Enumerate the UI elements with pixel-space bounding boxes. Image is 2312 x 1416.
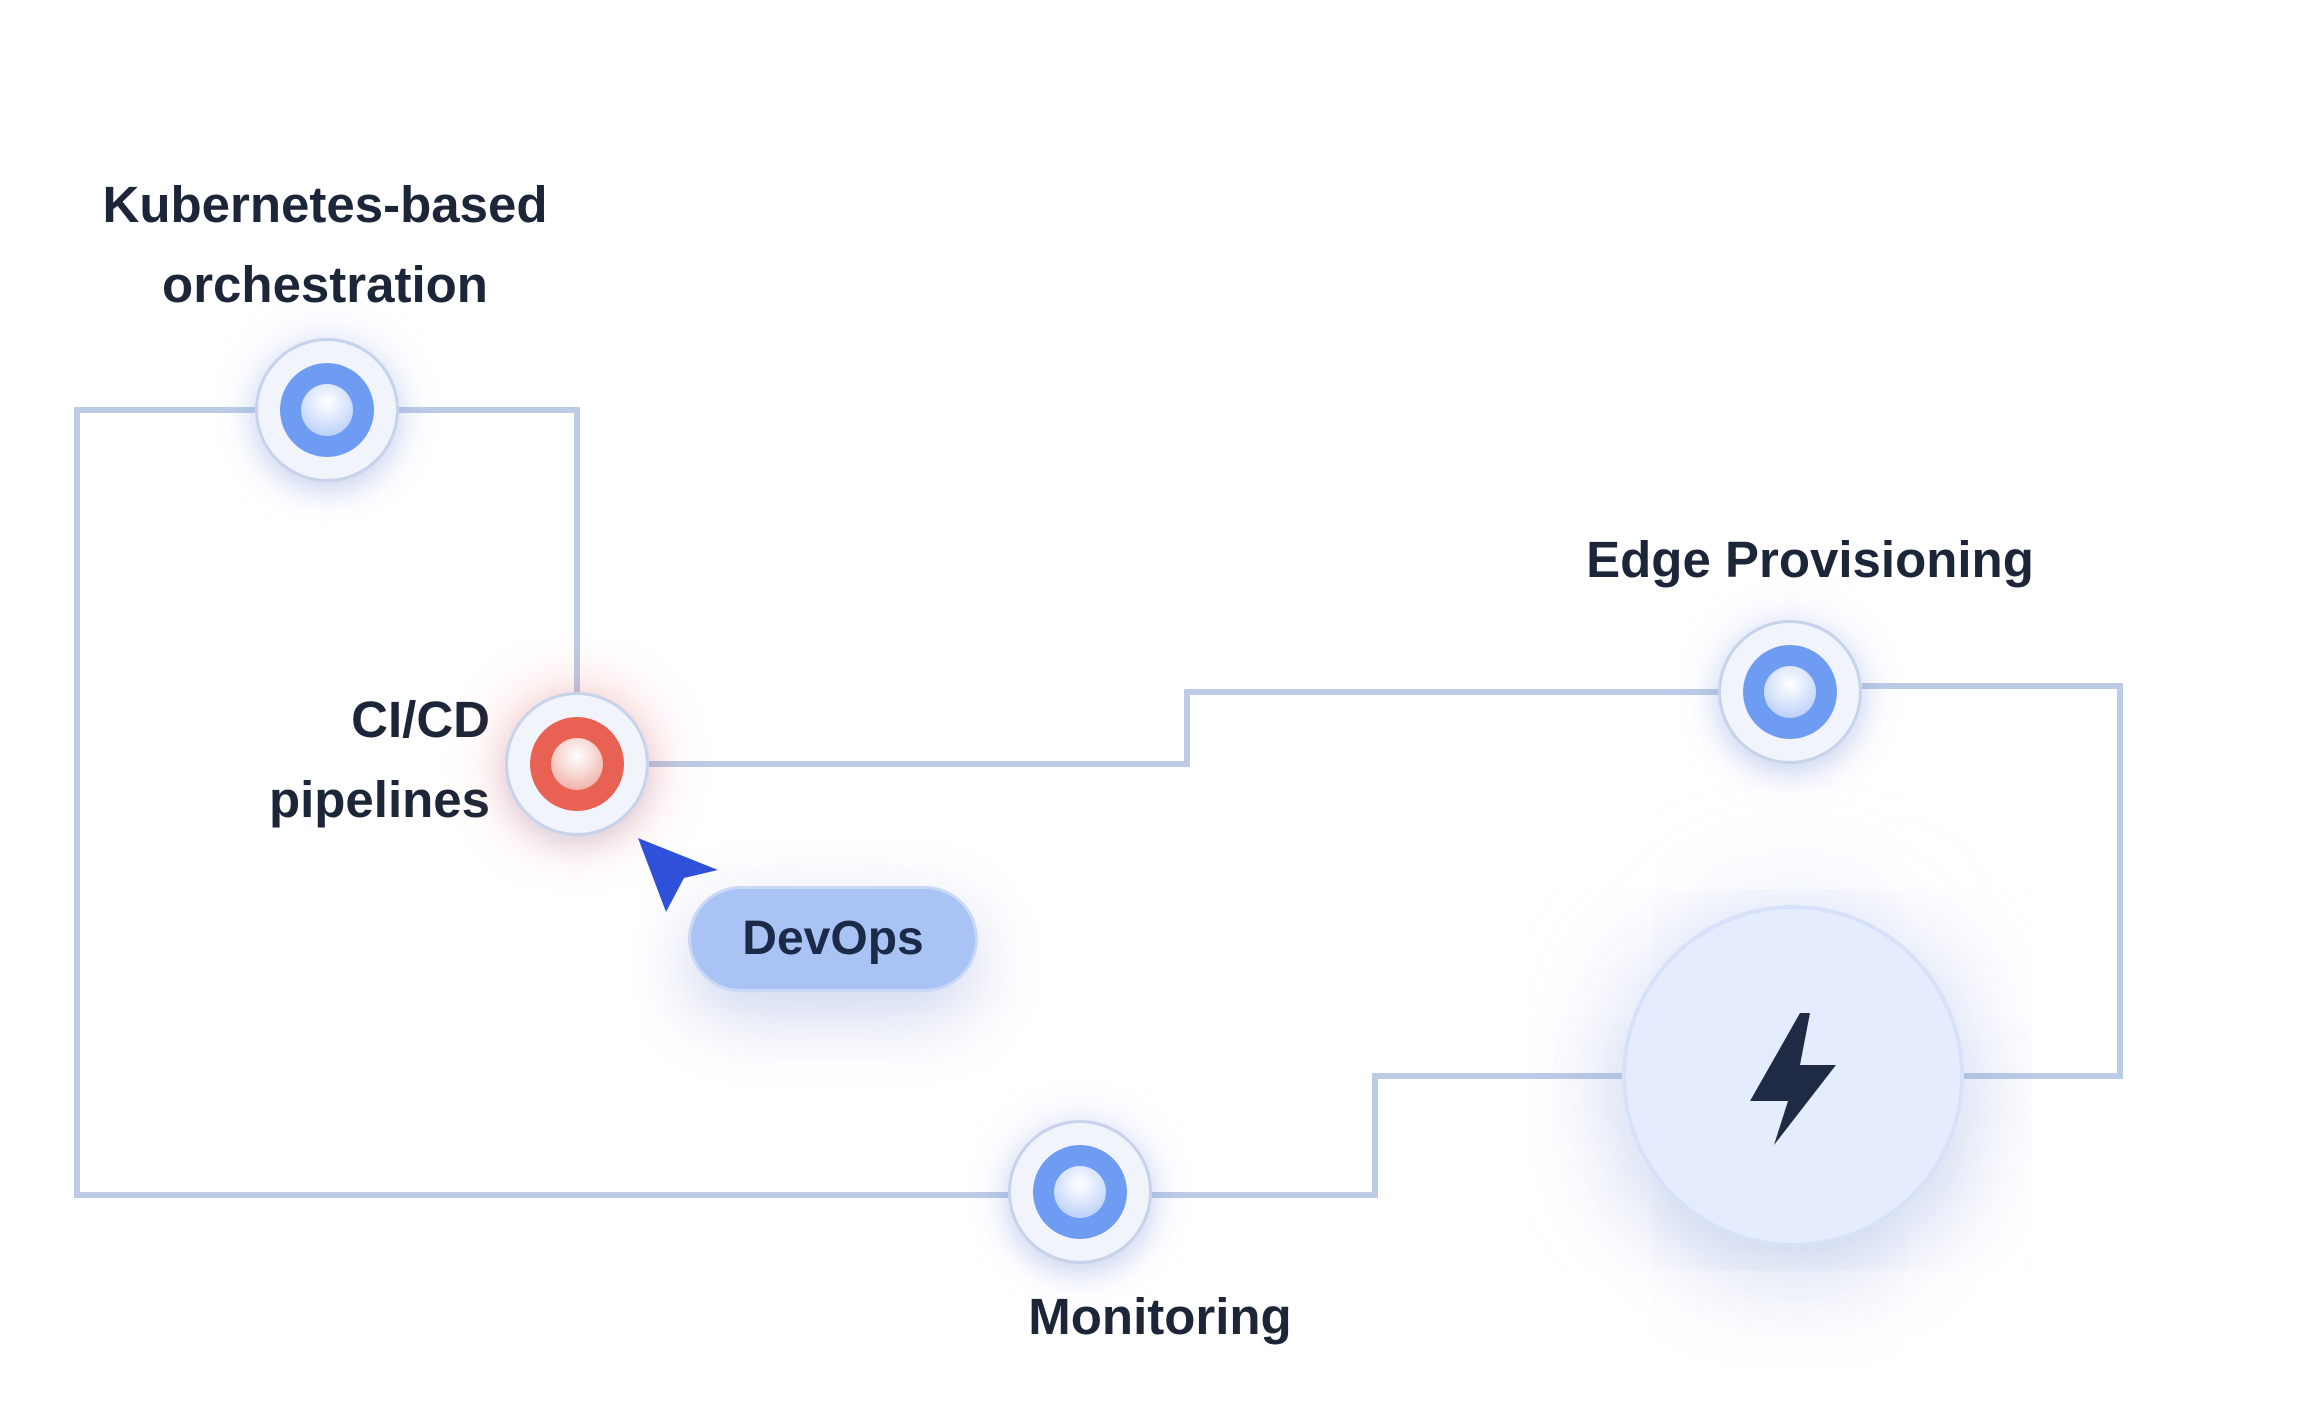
node-monitoring[interactable] xyxy=(1008,1120,1152,1264)
label-edge-provisioning: Edge Provisioning xyxy=(1586,531,2034,588)
node-edge-provisioning[interactable] xyxy=(1718,620,1862,764)
hub-circle[interactable] xyxy=(1622,905,1964,1247)
label-kubernetes-orchestration: Kubernetes-based orchestration xyxy=(55,165,595,325)
connector-hub-monitor xyxy=(1152,1073,1622,1198)
label-cicd-line2: pipelines xyxy=(268,771,490,828)
node-kubernetes[interactable] xyxy=(255,338,399,482)
cursor-arrow-icon xyxy=(638,838,718,912)
label-cicd-line1: CI/CD xyxy=(351,691,490,748)
node-cicd-pipelines[interactable] xyxy=(505,692,649,836)
connector-k8s-cicd xyxy=(399,407,580,692)
circle-dot-icon xyxy=(1743,645,1837,739)
label-monitoring: Monitoring xyxy=(1028,1288,1292,1345)
connector-edge-hub xyxy=(1862,683,2123,1079)
lightning-bolt-icon xyxy=(1750,1013,1836,1145)
label-cicd-pipelines: CI/CD pipelines xyxy=(190,680,490,840)
connector-cicd-edge xyxy=(649,689,1718,767)
circle-dot-icon xyxy=(1033,1145,1127,1239)
circle-dot-icon xyxy=(280,363,374,457)
circle-dot-icon xyxy=(530,717,624,811)
devops-badge[interactable]: DevOps xyxy=(688,886,978,992)
label-kubernetes-line2: orchestration xyxy=(162,256,488,313)
connector-k8s-left xyxy=(74,407,1008,1198)
label-kubernetes-line1: Kubernetes-based xyxy=(102,176,548,233)
